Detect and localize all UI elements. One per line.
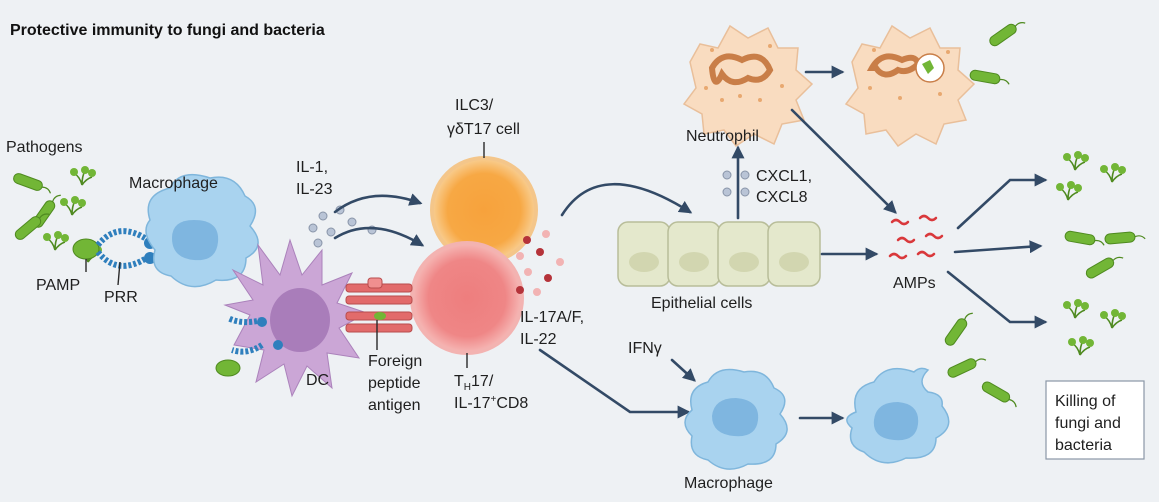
cxcl-dots [722,170,750,197]
prr-label: PRR [104,289,138,306]
dc-label: DC [306,372,329,389]
il17-il22-dots [516,230,564,296]
ilc3-label-line2: γδT17 cell [447,121,520,138]
il23-label: IL-23 [296,181,333,198]
il22-label: IL-22 [520,331,557,348]
ifng-label: IFNγ [628,340,662,357]
th17-cell [410,241,524,368]
arrow-dc-to-th17 [333,226,425,247]
killing-label-1: Killing of [1055,393,1116,410]
amps-squiggles [888,214,944,260]
neutrophil-label: Neutrophil [686,128,759,145]
arrow-to-macrophage-bottom [538,348,691,419]
killing-box [1045,380,1145,460]
tcr-mhc-interaction [345,277,413,350]
figure-title: Protective immunity to fungi and bacteri… [10,22,325,39]
pamp-label: PAMP [36,277,80,294]
neutrophil-left [682,24,814,148]
dendritic-cell [215,238,369,398]
macrophage-bottom [684,368,788,470]
amps-label: AMPs [893,275,936,292]
foreign-label-2: peptide [368,375,421,392]
arrow-amps-to-fungi-2 [946,270,1048,329]
th17-label: TH17/ [454,373,494,393]
epithelial-label: Epithelial cells [651,295,752,312]
macrophage-top-label: Macrophage [129,175,218,192]
cxcl8-label: CXCL8 [756,189,808,206]
pamp-prr-left [72,228,156,286]
arrow-amps-to-fungi [956,173,1048,230]
il17af-label: IL-17A/F, [520,309,584,326]
ilc3-label-line1: ILC3/ [455,97,494,114]
arrow-ifng [670,358,696,382]
epithelial-cells [617,221,821,287]
macrophage-bottom-label: Macrophage [684,475,773,492]
il17cd8-label: IL-17+CD8 [454,394,528,412]
bacteria-bottom-right [942,308,1021,410]
arrow-dc-to-ilc3 [333,193,423,214]
killing-label-2: fungi and [1055,415,1121,432]
neutrophil-phagocytosing [844,24,976,148]
cxcl1-label: CXCL1, [756,168,812,185]
macrophage-engulfing [846,367,950,464]
arrow-neutrophil-to-amps [790,108,897,214]
foreign-label-3: antigen [368,397,421,414]
arrow-to-epithelium [560,183,693,217]
il1-label: IL-1, [296,159,328,176]
foreign-label-1: Foreign [368,353,422,370]
macrophage-left [145,173,259,288]
killing-label-3: bacteria [1055,437,1112,454]
il1-il23-dots [308,205,377,248]
pathogens-right [1055,150,1146,356]
pathogens-label: Pathogens [6,139,83,156]
arrow-amps-to-bacteria [953,240,1043,254]
bacteria-top-right [968,15,1027,87]
